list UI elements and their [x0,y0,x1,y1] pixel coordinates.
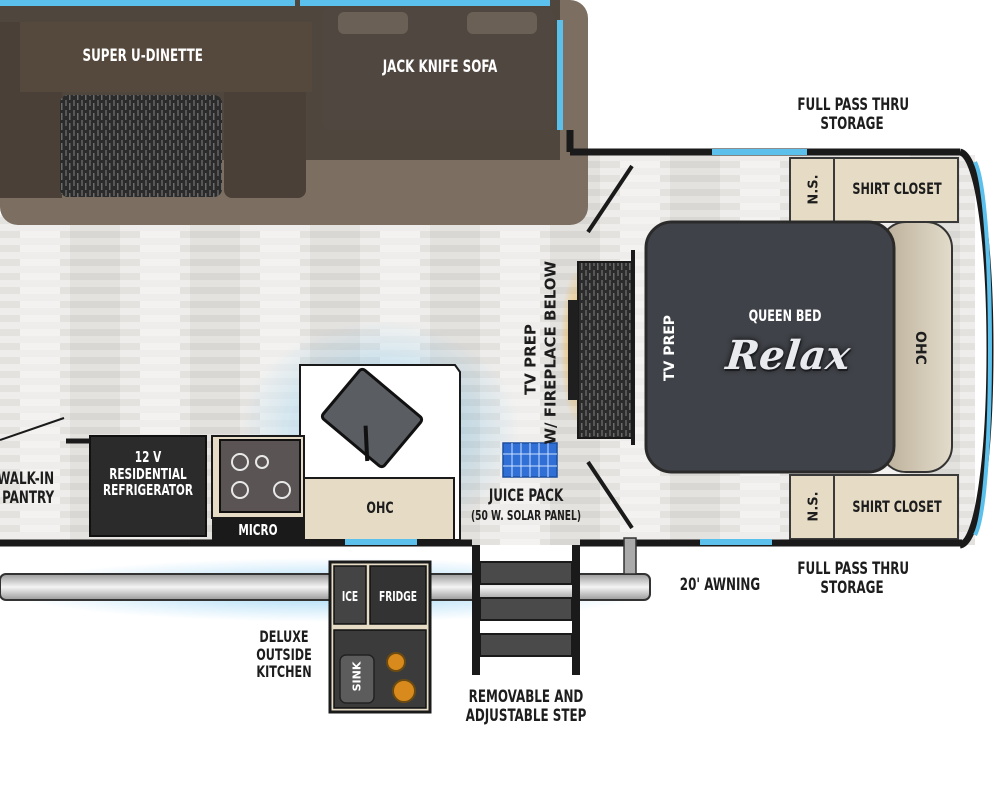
closet-bottom [789,474,959,540]
fireplace-cabinet [577,261,635,439]
label-shirt-closet-bottom: SHIRT CLOSET [852,497,942,516]
window [712,149,807,155]
relax-logo: Relax [723,332,853,379]
label-micro: MICRO [238,521,278,539]
label-super-u-dinette: SUPER U-DINETTE [82,46,203,66]
label-tv-prep-bedroom: TV PREP [662,314,678,382]
window [345,539,417,545]
label-awning: 20' AWNING [679,575,761,595]
label-queen-bed: QUEEN BED [748,306,822,325]
microwave [212,518,304,540]
label-juice-pack: JUICE PACK [488,486,564,506]
dinette-table [60,95,222,197]
label-outside-kitchen: DELUXE OUTSIDE KITCHEN [256,627,312,682]
label-jack-knife-sofa: JACK KNIFE SOFA [382,57,498,77]
label-solar-panel: (50 W. SOLAR PANEL) [471,509,581,524]
label-ns-bottom: N.S. [806,491,822,522]
kitchen-sink [320,367,424,469]
label-fridge: FRIDGE [379,590,417,605]
entry-step [472,545,580,675]
label-ohc-kitchen: OHC [366,498,394,517]
kitchen-ohc [303,477,455,541]
window [300,0,550,6]
jack-knife-sofa [322,8,554,130]
label-storage-bottom: FULL PASS THRU STORAGE [797,559,910,598]
window [557,20,563,130]
refrigerator [89,435,207,537]
window [0,0,295,6]
label-ohc-bedroom: OHC [912,331,928,365]
outside-kitchen [328,560,432,714]
window [700,539,772,545]
label-walk-in-pantry: WALK-IN PANTRY [0,469,55,508]
label-ice: ICE [341,590,359,605]
label-storage-top: FULL PASS THRU STORAGE [797,95,910,134]
queen-bed [644,220,896,474]
label-tv-prep-fireplace: TV PREP W/ FIREPLACE BELOW [521,260,560,445]
label-ns-top: N.S. [806,174,822,205]
closet-top [789,157,959,223]
solar-panel-icon [502,442,558,478]
label-shirt-closet-top: SHIRT CLOSET [852,179,942,198]
label-refrigerator: 12 V RESIDENTIAL REFRIGERATOR [103,448,193,499]
label-sink: SINK [350,661,364,692]
label-step: REMOVABLE AND ADJUSTABLE STEP [465,687,587,726]
